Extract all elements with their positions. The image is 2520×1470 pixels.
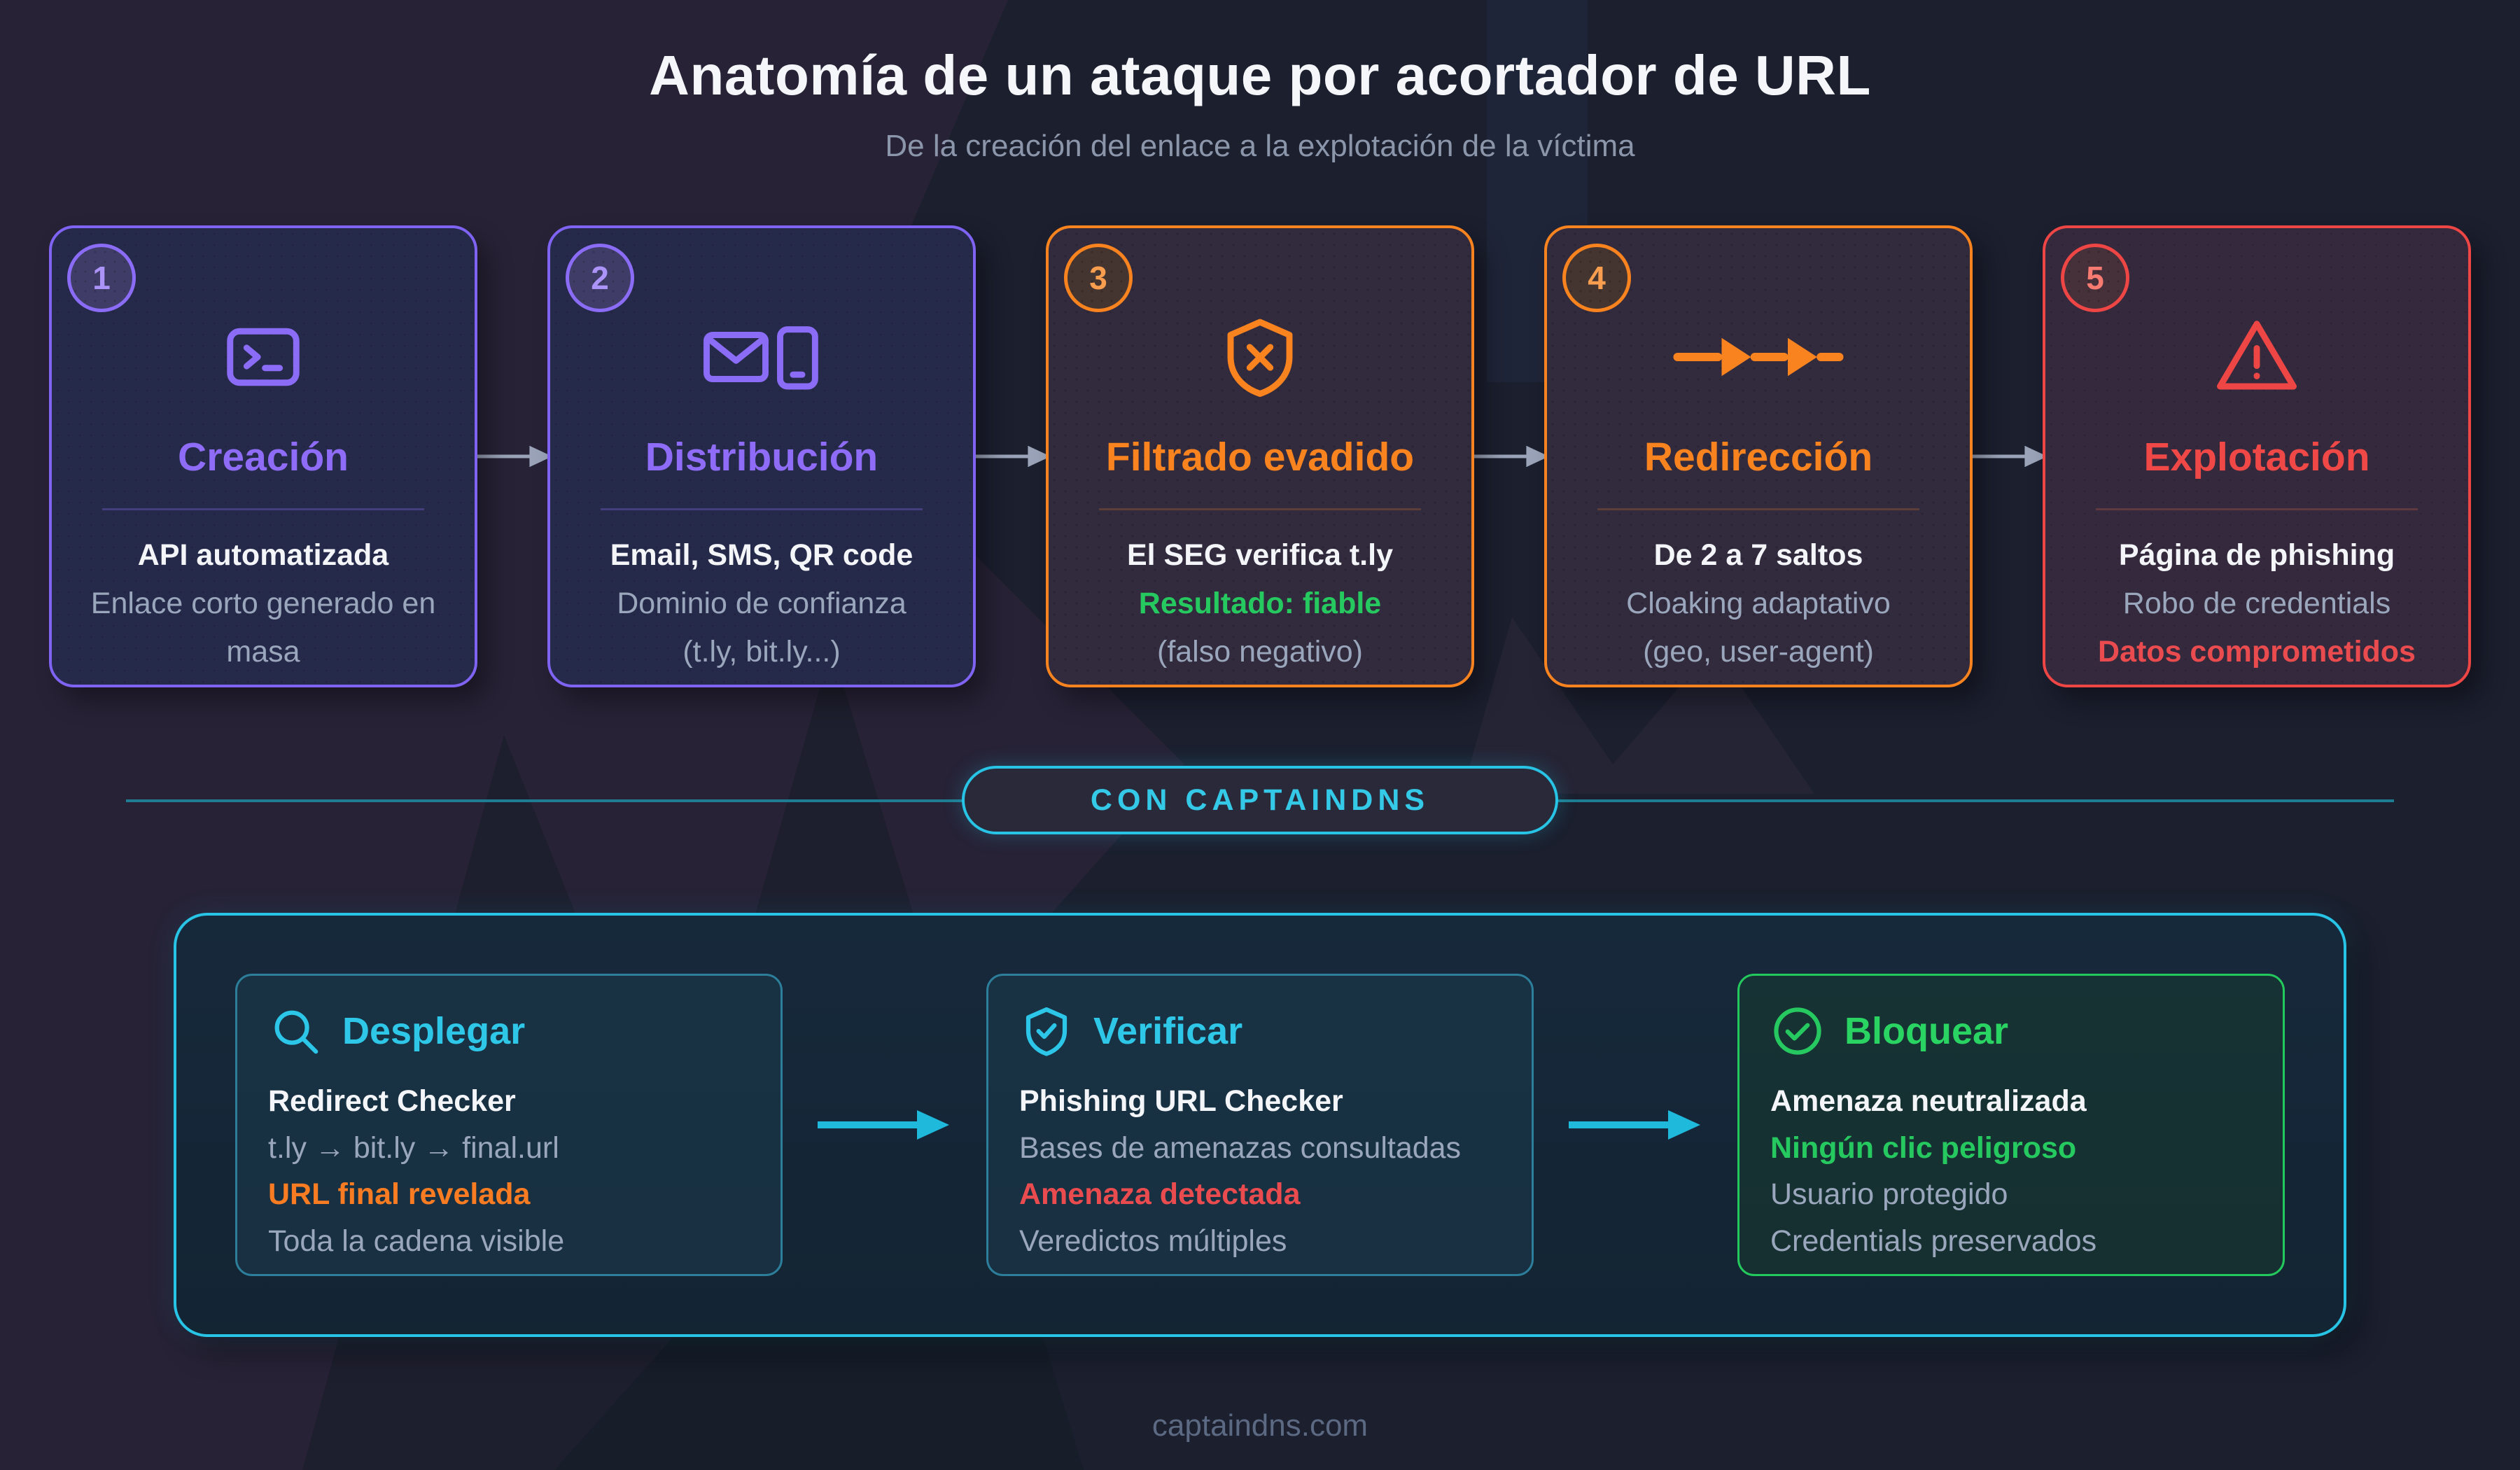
flow-arrow-icon xyxy=(1468,225,1549,687)
page-subtitle: De la creación del enlace a la explotaci… xyxy=(885,129,1635,163)
step-title: Distribución xyxy=(645,435,878,479)
step-detail: Datos comprometidos xyxy=(2098,634,2416,668)
step-detail: Página de phishing xyxy=(2118,538,2395,572)
step-title: Creación xyxy=(178,435,349,479)
footer: captaindns.com xyxy=(0,1408,2520,1443)
step-number-badge: 4 xyxy=(1562,244,1631,312)
magnifier-icon xyxy=(268,1004,323,1058)
captaindns-divider-section: CON CAPTAINDNS xyxy=(0,766,2520,836)
card-divider xyxy=(600,508,923,510)
step-number-badge: 2 xyxy=(566,244,634,312)
attack-flow-row: 1 Creación API automatizada Enlace corto… xyxy=(49,225,2471,687)
step-detail: Robo de credentials xyxy=(2122,586,2391,620)
defense-card-header: Verificar xyxy=(1019,1004,1501,1058)
defense-detail: URL final revelada xyxy=(268,1177,531,1212)
defense-detail: Bases de amenazas consultadas xyxy=(1019,1130,1462,1165)
mail-phone-icon xyxy=(574,311,949,403)
step-detail: Dominio de confianza xyxy=(617,586,906,620)
step-title: Filtrado evadido xyxy=(1105,435,1415,479)
defense-detail: Amenaza neutralizada xyxy=(1770,1084,2087,1118)
flow-arrow-icon xyxy=(471,225,552,687)
defense-detail: Amenaza detectada xyxy=(1019,1177,1301,1212)
step-number-badge: 1 xyxy=(67,244,136,312)
attack-step-card-creacion: 1 Creación API automatizada Enlace corto… xyxy=(49,225,477,687)
step-detail: (t.ly, bit.ly...) xyxy=(682,634,841,668)
captaindns-badge: CON CAPTAINDNS xyxy=(962,766,1558,834)
shield-x-icon xyxy=(1072,311,1448,403)
check-circle-icon xyxy=(1770,1004,1825,1058)
card-divider xyxy=(1098,508,1422,510)
defense-detail: t.ly → bit.ly → final.url xyxy=(268,1130,559,1165)
defense-title: Verificar xyxy=(1093,1010,1243,1052)
defense-card-header: Bloquear xyxy=(1770,1004,2252,1058)
flow-arrow-icon xyxy=(1966,225,2047,687)
defense-detail: Ningún clic peligroso xyxy=(1770,1130,2077,1165)
defense-detail: Usuario protegido xyxy=(1770,1177,2008,1212)
card-divider xyxy=(1597,508,1920,510)
card-divider xyxy=(2095,508,2418,510)
step-title: Explotación xyxy=(2143,435,2370,479)
defense-step-card-verificar: Verificar Phishing URL Checker Bases de … xyxy=(986,974,1534,1276)
flow-arrow-icon xyxy=(969,225,1051,687)
defense-title: Desplegar xyxy=(342,1010,526,1052)
step-detail: Resultado: fiable xyxy=(1138,586,1382,620)
step-title: Redirección xyxy=(1644,435,1873,479)
attack-step-card-distribucion: 2 Distribución Email, SMS, QR code Domin… xyxy=(547,225,976,687)
page-title: Anatomía de un ataque por acortador de U… xyxy=(649,44,1871,106)
redirect-hops-icon xyxy=(1571,311,1946,403)
defense-arrow-icon xyxy=(783,1104,986,1146)
warning-triangle-icon xyxy=(2069,311,2444,403)
defense-detail: Credentials preservados xyxy=(1770,1224,2097,1258)
defense-detail: Toda la cadena visible xyxy=(268,1224,565,1258)
step-detail: (geo, user-agent) xyxy=(1643,634,1874,668)
header: Anatomía de un ataque por acortador de U… xyxy=(0,0,2520,164)
defense-title: Bloquear xyxy=(1844,1010,2009,1052)
step-detail: API automatizada xyxy=(137,538,389,572)
defense-panel: Desplegar Redirect Checker t.ly → bit.ly… xyxy=(174,913,2346,1337)
site-url: captaindns.com xyxy=(1152,1408,1368,1443)
shield-check-icon xyxy=(1019,1004,1074,1058)
defense-detail: Veredictos múltiples xyxy=(1019,1224,1287,1258)
attack-step-card-redireccion: 4 Redirección De 2 a 7 saltos Cloaking a… xyxy=(1544,225,1973,687)
step-detail: (falso negativo) xyxy=(1157,634,1363,668)
defense-arrow-icon xyxy=(1534,1104,1737,1146)
defense-step-card-bloquear: Bloquear Amenaza neutralizada Ningún cli… xyxy=(1737,974,2285,1276)
step-number-badge: 3 xyxy=(1064,244,1133,312)
defense-detail: Redirect Checker xyxy=(268,1084,516,1118)
defense-detail: Phishing URL Checker xyxy=(1019,1084,1343,1118)
step-detail: De 2 a 7 saltos xyxy=(1653,538,1863,572)
defense-step-card-desplegar: Desplegar Redirect Checker t.ly → bit.ly… xyxy=(235,974,783,1276)
step-detail: Enlace corto generado en masa xyxy=(90,586,436,668)
attack-step-card-filtrado: 3 Filtrado evadido El SEG verifica t.ly … xyxy=(1046,225,1474,687)
step-detail: Email, SMS, QR code xyxy=(610,538,913,572)
defense-card-header: Desplegar xyxy=(268,1004,750,1058)
terminal-icon xyxy=(76,311,451,403)
step-detail: Cloaking adaptativo xyxy=(1626,586,1891,620)
step-number-badge: 5 xyxy=(2061,244,2129,312)
card-divider xyxy=(102,508,425,510)
step-detail: El SEG verifica t.ly xyxy=(1126,538,1393,572)
attack-step-card-explotacion: 5 Explotación Página de phishing Robo de… xyxy=(2043,225,2471,687)
